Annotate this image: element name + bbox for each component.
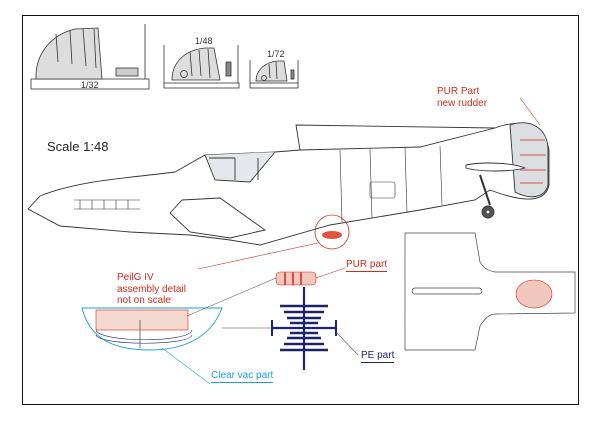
pur-part-label: PUR part [346,259,388,272]
peilg-callout-line3: not on scale [117,295,171,306]
aircraft-bottom-view [404,232,576,351]
rudder-callout-line2: new rudder [437,97,488,109]
rudder-callout-line1: PUR Part [437,86,480,97]
scale-comparison-1-32 [30,24,150,90]
pe-part-label: PE part [361,350,395,363]
pur-part-detail [186,267,346,317]
peilg-leader-line [197,242,319,270]
scale-comparison-1-72 [249,60,299,89]
clear-vac-label: Clear vac part [211,370,274,383]
pur-antenna-part [322,231,342,239]
scale-tag-1-72: 1/72 [267,49,285,59]
scale-tag-1-48: 1/48 [195,36,213,46]
scale-tag-1-32: 1/32 [81,80,99,90]
pur-detail-circle [314,214,350,250]
clear-vac-assembly [81,307,223,385]
peilg-callout-line1: PeilG IV [117,272,154,283]
aircraft-side-view [27,122,550,246]
rudder-leader-line [519,97,541,126]
drawing-frame [22,15,579,405]
rudder-callout: PUR Part new rudder [437,86,487,109]
pe-part-detail [222,287,359,370]
scale-title: Scale 1:48 [47,139,109,154]
peilg-callout: PeilG IV assembly detail not on scale [117,272,186,307]
peilg-callout-line2: assembly detail [117,283,186,295]
scale-comparison-1-48 [163,45,240,89]
